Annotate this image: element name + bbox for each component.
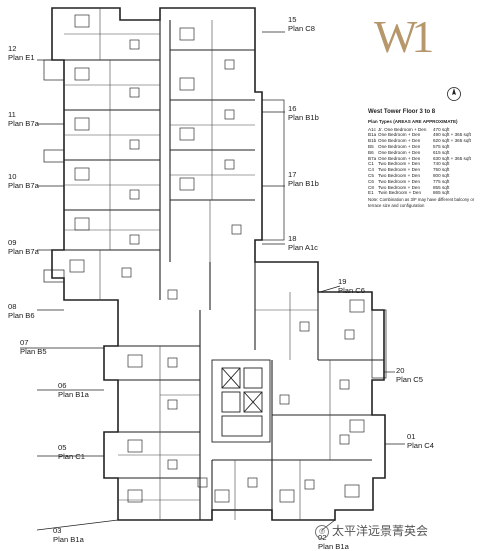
legend-area: 615 sqft — [433, 149, 450, 155]
legend-desc: Two Bedroom + Den — [378, 167, 421, 173]
room-partitions — [64, 8, 331, 520]
legend-code: C5 — [368, 172, 374, 178]
legend-row: C1 Two Bedroom + Den 740 sqft — [368, 161, 480, 167]
legend-desc: One Bedroom + Den — [378, 155, 421, 161]
legend-row: C5 Two Bedroom + Den 800 sqft — [368, 173, 480, 179]
furniture — [69, 14, 365, 503]
legend-code: C1 — [368, 161, 374, 167]
legend-area: 855 sqft — [433, 184, 450, 190]
legend-desc: One Bedroom + Den — [378, 149, 421, 155]
legend-desc: One Bedroom + Den — [378, 138, 421, 144]
legend-header: Plan Types (AREAS ARE APPROXIMATE) — [368, 118, 458, 124]
legend-code: C8 — [368, 184, 374, 190]
legend-code: B1a — [368, 132, 377, 138]
legend-row: C8 Two Bedroom + Den 855 sqft — [368, 185, 480, 191]
legend-row: C6 Two Bedroom + Den 775 sqft — [368, 179, 480, 185]
legend-desc: One Bedroom + Den — [378, 132, 421, 138]
plan-types-legend: West Tower Floor 3 to 8 Plan Types (AREA… — [368, 109, 480, 209]
legend-desc: Two Bedroom + Den — [378, 184, 421, 190]
watermark-text: 太平洋远景菁英会 — [332, 524, 429, 538]
building-core — [211, 359, 271, 443]
legend-desc: One Bedroom + Den — [378, 143, 421, 149]
legend-code: B1b — [368, 138, 377, 144]
legend-area: 490 sqft + 365 sqft — [433, 132, 471, 138]
brand-logo: W1 — [374, 11, 434, 62]
legend-row: B6 One Bedroom + Den 615 sqft — [368, 150, 480, 156]
legend-area: 740 sqft — [433, 161, 450, 167]
legend-area: 865 sqft — [433, 190, 450, 196]
legend-area: 775 sqft — [433, 178, 450, 184]
legend-desc: Two Bedroom + Den — [378, 172, 421, 178]
legend-code: C4 — [368, 167, 374, 173]
legend-row: E1 Twin Bedroom + Den 865 sqft — [368, 190, 480, 196]
wechat-icon: ◎ — [315, 524, 329, 539]
source-watermark: ◎太平洋远景菁英会 — [315, 522, 428, 539]
legend-area: 630 sqft + 365 sqft — [433, 155, 471, 161]
legend-area: 620 sqft + 365 sqft — [433, 138, 471, 144]
legend-code: B6 — [368, 149, 374, 155]
legend-desc: Twin Bedroom + Den — [378, 190, 422, 196]
legend-area: 750 sqft — [433, 167, 450, 173]
legend-desc: Two Bedroom + Den — [378, 178, 421, 184]
legend-note: Note: Combination as 3/F may have differ… — [368, 197, 475, 208]
legend-code: A1c — [368, 126, 376, 132]
legend-code: B7a — [368, 155, 377, 161]
legend-area: 470 sqft — [433, 126, 450, 132]
legend-desc: Two Bedroom + Den — [378, 161, 421, 167]
north-arrow-icon — [447, 87, 461, 101]
legend-desc: Jr. One Bedroom + Den — [378, 126, 427, 132]
legend-code: E1 — [368, 190, 374, 196]
legend-row: B5 One Bedroom + Den 575 sqft — [368, 144, 480, 150]
unit-dividers — [64, 20, 384, 520]
legend-row: C4 Two Bedroom + Den 750 sqft — [368, 167, 480, 173]
legend-code: B5 — [368, 143, 374, 149]
legend-area: 800 sqft — [433, 172, 450, 178]
legend-code: C6 — [368, 178, 374, 184]
legend-area: 575 sqft — [433, 143, 450, 149]
legend-title: West Tower Floor 3 to 8 — [368, 109, 436, 115]
